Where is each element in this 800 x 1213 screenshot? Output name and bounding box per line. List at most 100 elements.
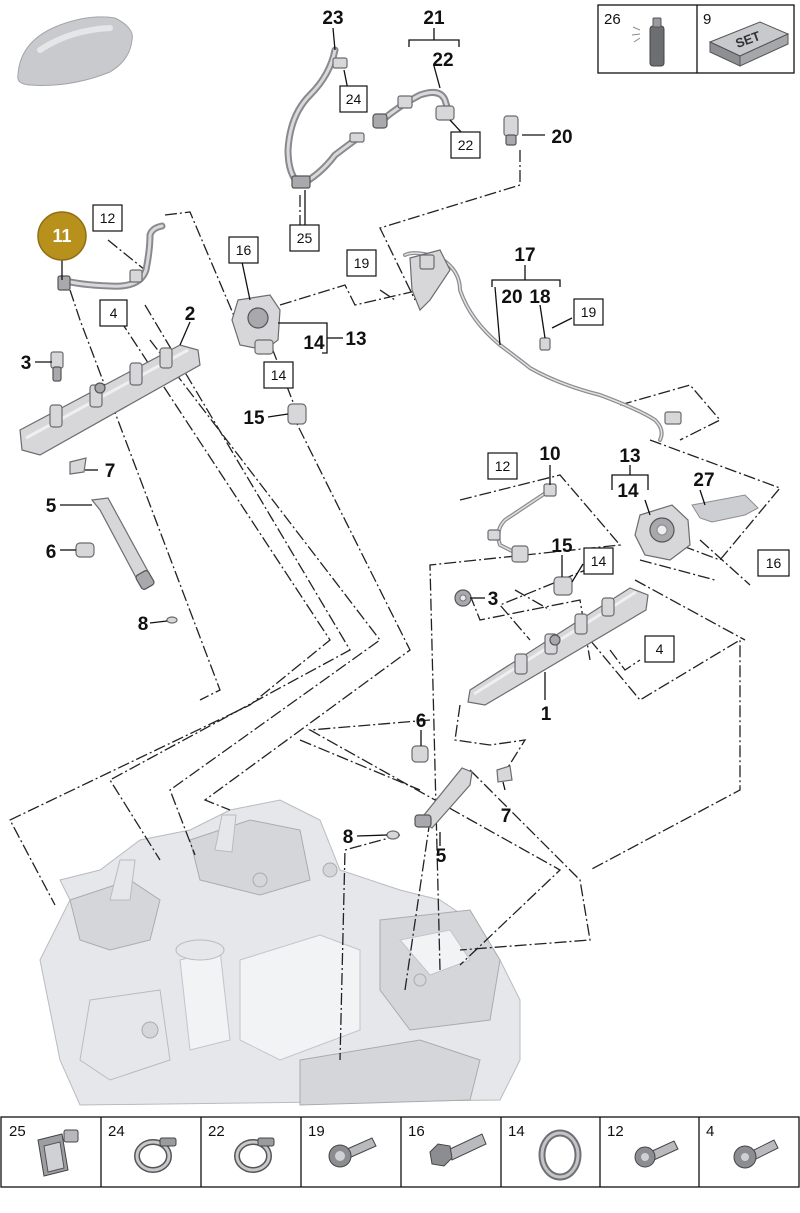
legend-number: 19: [308, 1123, 325, 1140]
callout-23: 23: [322, 8, 343, 29]
callout-5-left: 5: [46, 496, 57, 517]
callout-17: 17: [514, 245, 535, 266]
hose-23: [284, 46, 365, 189]
svg-text:14: 14: [591, 553, 607, 569]
spring-clamp-icon: [134, 1137, 177, 1173]
bolt-icon: [634, 1140, 679, 1168]
callouts: 23 21 22 20 2 3 7 5 6 8 13 14 15 17 20 1…: [21, 8, 715, 867]
callout-18: 18: [529, 287, 550, 308]
cup-15-right: [553, 576, 573, 596]
legend-number: 22: [208, 1123, 225, 1140]
spring-clamp-icon: [234, 1137, 275, 1173]
boxed-12-right: 12: [487, 452, 518, 480]
callout-3-right: 3: [488, 589, 499, 610]
sensor-20: [503, 115, 519, 146]
legend-number: 25: [9, 1123, 26, 1140]
boxed-14-right: 14: [583, 547, 614, 575]
ring-6-left: [75, 542, 95, 558]
boxed-14-mid: 14: [263, 361, 294, 389]
callout-14-right: 14: [617, 481, 639, 502]
callout-8-right: 8: [343, 827, 354, 848]
boxed-4-left: 4: [99, 299, 128, 327]
leader-lines: [35, 27, 706, 846]
callout-1: 1: [541, 704, 552, 725]
legend-number: 12: [607, 1123, 624, 1140]
callout-13-top: 13: [345, 329, 366, 350]
callout-3-left: 3: [21, 353, 32, 374]
pump-13-top: [231, 294, 281, 355]
engine-block: [39, 799, 521, 1106]
svg-text:4: 4: [656, 641, 664, 657]
boxed-25: 25: [289, 224, 320, 252]
cup-15-top: [287, 403, 307, 425]
callout-27: 27: [693, 470, 714, 491]
callout-13-right: 13: [619, 446, 640, 467]
clip-7-left: [69, 457, 87, 475]
set-kit-icon: SET: [708, 21, 790, 67]
svg-text:12: 12: [495, 458, 511, 474]
legend-number: 14: [508, 1123, 525, 1140]
bolt-icon: [733, 1139, 779, 1169]
callout-5-right: 5: [436, 846, 447, 867]
o-ring-icon: [538, 1129, 582, 1181]
accessory-26-number: 26: [604, 11, 621, 28]
sensor-3-left: [50, 351, 64, 382]
boxed-12-top: 12: [92, 204, 123, 232]
sensor-3-right: [454, 589, 472, 607]
fuel-rail-1: [467, 587, 649, 706]
car-silhouette-icon: [17, 16, 133, 86]
svg-text:4: 4: [110, 305, 118, 321]
callout-10: 10: [539, 444, 560, 465]
svg-text:19: 19: [354, 255, 370, 271]
seal-8-right: [386, 830, 400, 840]
feed-line-10: [487, 483, 557, 563]
ring-6-right: [411, 745, 429, 763]
hex-bolt-icon: [429, 1133, 487, 1167]
hose-11: [57, 222, 166, 291]
svg-text:16: 16: [236, 242, 252, 258]
spray-can-icon: [631, 17, 665, 67]
assembly-lines: [9, 150, 782, 1061]
boxed-16-top: 16: [228, 236, 259, 264]
callout-15-top: 15: [243, 408, 265, 429]
boxed-22: 22: [450, 131, 481, 159]
pressure-line-17: [403, 249, 682, 442]
callout-20-top: 20: [551, 127, 572, 148]
legend-number: 4: [706, 1123, 714, 1140]
svg-text:25: 25: [297, 230, 313, 246]
hose-clip-icon: [37, 1129, 79, 1177]
part-badge-11: 11: [37, 211, 87, 261]
callout-2: 2: [185, 304, 196, 325]
plate-27: [691, 494, 759, 523]
boxed-callouts: 24 22 25 12 16 19 4 14 19 12 14 16 4: [92, 85, 790, 663]
injector-5-right: [414, 767, 473, 829]
callout-14-top: 14: [303, 333, 325, 354]
seal-8-left: [166, 616, 178, 624]
svg-text:14: 14: [271, 367, 287, 383]
boxed-19-top: 19: [346, 249, 377, 277]
callout-15-right: 15: [551, 536, 573, 557]
clip-7-right: [496, 765, 513, 783]
svg-text:16: 16: [766, 555, 782, 571]
svg-text:19: 19: [581, 304, 597, 320]
callout-7-left: 7: [105, 461, 116, 482]
callout-21: 21: [423, 8, 445, 29]
boxed-4-right: 4: [644, 635, 675, 663]
boxed-24: 24: [339, 85, 368, 113]
parts-legend: 25 24 22 19 16 14 12 4: [0, 1116, 800, 1188]
hose-21: [372, 88, 455, 129]
callout-6-left: 6: [46, 542, 57, 563]
svg-text:22: 22: [458, 137, 474, 153]
boxed-19-right: 19: [573, 298, 604, 326]
bolt-19: [539, 337, 551, 351]
badge-label: 11: [52, 226, 71, 246]
callout-22: 22: [432, 50, 453, 71]
callout-8-left: 8: [138, 614, 149, 635]
accessory-9-number: 9: [703, 11, 711, 28]
svg-text:24: 24: [346, 91, 362, 107]
legend-number: 16: [408, 1123, 425, 1140]
bolt-icon: [328, 1137, 377, 1168]
injector-5-left: [90, 497, 155, 590]
callout-20-mid: 20: [501, 287, 522, 308]
